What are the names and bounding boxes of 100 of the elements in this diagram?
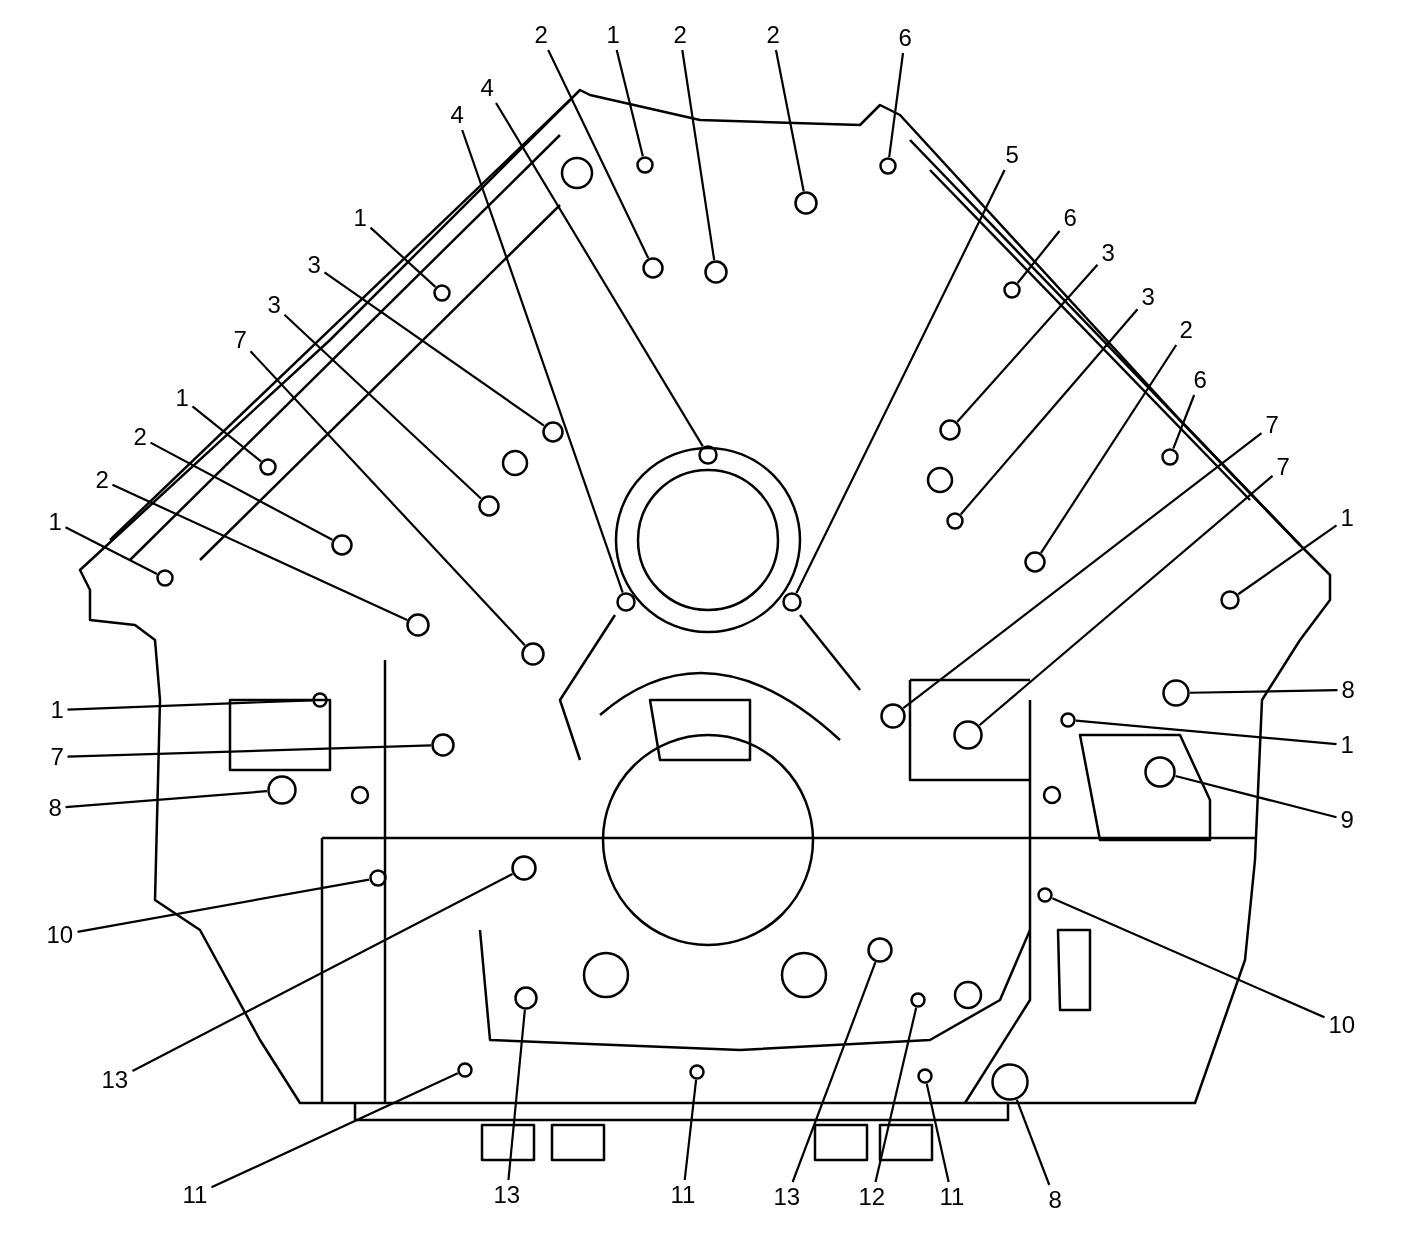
leader-line xyxy=(956,264,1099,423)
callout-number: 2 xyxy=(765,22,781,48)
leader-line xyxy=(1172,394,1196,449)
callout-number: 4 xyxy=(449,102,465,128)
callout-number: 1 xyxy=(605,22,621,48)
bolt-hole xyxy=(642,257,664,279)
callout-number: 6 xyxy=(1192,367,1208,393)
leader-line xyxy=(211,1072,459,1189)
callout-number: 2 xyxy=(533,22,549,48)
callout-number: 10 xyxy=(1327,1012,1357,1038)
bolt-hole xyxy=(259,458,277,476)
bolt-hole xyxy=(1003,281,1021,299)
bolt-hole xyxy=(156,569,174,587)
callout-number: 13 xyxy=(772,1184,802,1210)
bolt-hole xyxy=(542,421,564,443)
callout-number: 1 xyxy=(1339,732,1355,758)
bolt-hole xyxy=(312,692,328,708)
callout-number: 13 xyxy=(100,1067,130,1093)
callout-number: 7 xyxy=(1264,412,1280,438)
callout-number: 7 xyxy=(1275,454,1291,480)
callout-number: 4 xyxy=(479,75,495,101)
leader-line xyxy=(960,308,1139,515)
callout-number: 1 xyxy=(49,697,65,723)
bolt-hole xyxy=(331,534,353,556)
leader-line xyxy=(1015,1099,1051,1186)
bolt-hole xyxy=(880,703,906,729)
leader-line xyxy=(1189,689,1338,694)
leader-line xyxy=(67,699,313,711)
bolt-hole xyxy=(689,1064,705,1080)
leader-line xyxy=(1075,719,1337,746)
bolt-hole xyxy=(406,613,430,637)
leader-line xyxy=(791,961,877,1183)
callout-number: 7 xyxy=(49,744,65,770)
callout-number: 1 xyxy=(47,509,63,535)
leader-line xyxy=(615,49,644,157)
bolt-hole xyxy=(704,260,728,284)
leader-line xyxy=(191,405,262,463)
leader-line xyxy=(112,483,408,621)
bolt-hole xyxy=(1060,712,1076,728)
bolt-hole xyxy=(782,592,802,612)
leader-line xyxy=(323,271,545,427)
bolt-hole xyxy=(1024,551,1046,573)
callout-number: 12 xyxy=(857,1184,887,1210)
leader-line xyxy=(283,314,482,500)
bolt-hole xyxy=(433,284,451,302)
callout-number: 6 xyxy=(897,25,913,51)
callout-number: 2 xyxy=(1178,317,1194,343)
callout-number: 2 xyxy=(94,467,110,493)
bolt-hole xyxy=(953,720,983,750)
callout-number: 10 xyxy=(45,922,75,948)
bolt-hole xyxy=(910,992,926,1008)
leader-line xyxy=(774,49,805,192)
leader-line xyxy=(249,350,526,646)
callout-number: 6 xyxy=(1062,205,1078,231)
bolt-hole xyxy=(521,642,545,666)
callout-number: 1 xyxy=(352,205,368,231)
bolt-hole xyxy=(616,592,636,612)
bolt-hole xyxy=(867,937,893,963)
bolt-hole xyxy=(1037,887,1053,903)
callout-number: 5 xyxy=(1004,142,1020,168)
leader-line xyxy=(795,169,1006,594)
bolt-hole xyxy=(514,986,538,1010)
leader-line xyxy=(495,102,704,447)
callout-number: 3 xyxy=(266,292,282,318)
callout-number: 3 xyxy=(1100,240,1116,266)
leader-line xyxy=(681,49,716,261)
callout-number: 9 xyxy=(1339,807,1355,833)
callout-number: 8 xyxy=(47,795,63,821)
bolt-hole xyxy=(794,191,818,215)
leader-line xyxy=(1051,897,1325,1019)
callout-number: 8 xyxy=(1340,677,1356,703)
leader-line xyxy=(978,475,1274,727)
leader-line xyxy=(67,744,432,758)
callout-number: 3 xyxy=(1140,284,1156,310)
bolt-hole xyxy=(511,855,537,881)
bolt-hole xyxy=(636,156,654,174)
leader-line xyxy=(902,432,1263,709)
callout-number: 1 xyxy=(174,385,190,411)
bolt-hole xyxy=(1144,756,1176,788)
leader-line xyxy=(507,1009,526,1181)
bolt-hole xyxy=(431,733,455,757)
leader-line xyxy=(132,873,513,1072)
callout-number: 2 xyxy=(132,424,148,450)
bolt-hole xyxy=(698,445,718,465)
callout-number: 11 xyxy=(938,1184,966,1210)
bolt-hole xyxy=(457,1062,473,1078)
leader-line xyxy=(683,1079,698,1181)
bolt-hole xyxy=(946,512,964,530)
leader-line xyxy=(888,52,905,158)
callout-number: 13 xyxy=(492,1182,522,1208)
bolt-hole xyxy=(1162,679,1190,707)
leader-line xyxy=(461,129,624,593)
leader-line xyxy=(1040,344,1178,554)
callout-number: 1 xyxy=(1339,505,1355,531)
leader-line xyxy=(547,49,650,259)
bolt-hole xyxy=(939,419,961,441)
bolt-hole xyxy=(1161,448,1179,466)
callout-number: 7 xyxy=(232,327,248,353)
bolt-hole xyxy=(1220,590,1240,610)
leader-line xyxy=(1237,524,1338,596)
